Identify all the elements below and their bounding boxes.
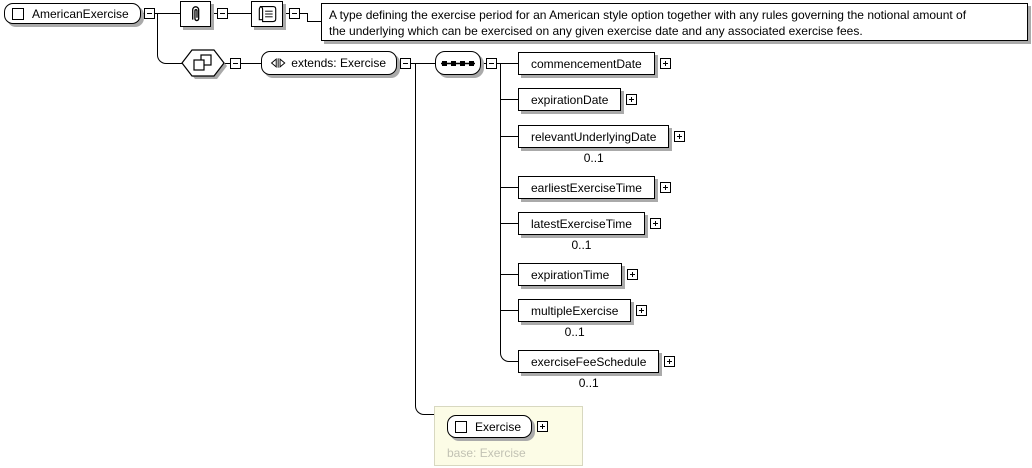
base-type-container: Exercise base: Exercise: [434, 406, 583, 466]
child-element-row: multipleExercise 0..1: [518, 299, 648, 339]
connector-line: [307, 21, 321, 22]
element-label: expirationTime: [531, 267, 610, 282]
sequence-icon: [441, 60, 475, 66]
element-square-icon: [455, 420, 467, 433]
collapse-button[interactable]: [144, 8, 155, 19]
child-element-row: earliestExerciseTime: [518, 176, 671, 199]
element-label: multipleExercise: [531, 303, 619, 318]
occurrence-label: 0..1: [583, 151, 604, 165]
child-element-row: commencementDate: [518, 52, 671, 75]
expand-button[interactable]: [537, 421, 549, 432]
connector-line: [211, 13, 251, 14]
child-element-row: expirationTime: [518, 263, 639, 286]
child-element-row: latestExerciseTime 0..1: [518, 212, 661, 252]
element-box-latestExerciseTime[interactable]: latestExerciseTime 0..1: [518, 212, 645, 252]
documentation-text-line1: A type defining the exercise period for …: [329, 8, 967, 22]
occurrence-label: 0..1: [571, 238, 592, 252]
connector-line: [500, 136, 518, 137]
element-box-multipleExercise[interactable]: multipleExercise 0..1: [518, 299, 632, 339]
extension-label: extends: Exercise: [291, 56, 386, 70]
collapse-button[interactable]: [217, 8, 228, 19]
root-element-box[interactable]: AmericanExercise: [4, 3, 141, 24]
element-box-exerciseFeeSchedule[interactable]: exerciseFeeSchedule 0..1: [518, 350, 660, 390]
expand-button[interactable]: [664, 356, 676, 367]
element-label: latestExerciseTime: [531, 216, 632, 231]
extends-triangles-icon: [270, 58, 286, 68]
connector-line: [500, 310, 518, 311]
connector-line: [415, 63, 435, 415]
element-label: exerciseFeeSchedule: [531, 354, 647, 369]
connector-line: [224, 63, 261, 64]
element-label: relevantUnderlyingDate: [531, 129, 657, 144]
complex-content-hexagon[interactable]: [181, 49, 229, 81]
connector-line: [500, 223, 518, 224]
element-label: expirationDate: [531, 92, 609, 107]
element-label: earliestExerciseTime: [531, 180, 642, 195]
child-element-row: expirationDate: [518, 88, 638, 111]
connector-line: [500, 274, 518, 275]
collapse-button[interactable]: [230, 58, 241, 69]
occurrence-label: 0..1: [578, 376, 599, 390]
connector-line: [307, 13, 308, 22]
documentation-box[interactable]: A type defining the exercise period for …: [321, 3, 1028, 41]
sequence-compositor-box[interactable]: [435, 51, 481, 75]
element-box-relevantUnderlyingDate[interactable]: relevantUnderlyingDate 0..1: [518, 125, 670, 165]
collapse-button[interactable]: [486, 58, 497, 69]
element-box-commencementDate[interactable]: commencementDate: [518, 52, 655, 75]
connector-line: [500, 187, 518, 188]
expand-button[interactable]: [636, 305, 648, 316]
expand-button[interactable]: [627, 269, 639, 280]
element-box-expirationTime[interactable]: expirationTime: [518, 263, 623, 286]
annotation-scroll-icon: [258, 5, 277, 23]
attributes-node-box[interactable]: [180, 1, 211, 27]
base-element-label: Exercise: [475, 419, 522, 434]
element-label: commencementDate: [531, 56, 642, 71]
element-square-icon: [12, 7, 24, 20]
root-element-label: AmericanExercise: [32, 6, 129, 21]
element-box-expirationDate[interactable]: expirationDate: [518, 88, 622, 111]
expand-button[interactable]: [626, 94, 638, 105]
connector-line: [500, 99, 518, 100]
child-element-row: relevantUnderlyingDate 0..1: [518, 125, 686, 165]
expand-button[interactable]: [649, 218, 661, 229]
collapse-button[interactable]: [400, 58, 411, 69]
collapse-button[interactable]: [289, 8, 300, 19]
connector-line: [481, 63, 518, 64]
occurrence-label: 0..1: [564, 325, 585, 339]
connector-line: [500, 63, 519, 362]
base-type-caption: base: Exercise: [447, 446, 526, 460]
annotation-node-box[interactable]: [251, 1, 283, 27]
base-element-box[interactable]: Exercise: [447, 415, 533, 438]
extension-box[interactable]: extends: Exercise: [261, 51, 397, 75]
connector-line: [157, 13, 184, 64]
element-box-earliestExerciseTime[interactable]: earliestExerciseTime: [518, 176, 655, 199]
documentation-text-line2: the underlying which can be exercised on…: [329, 24, 863, 38]
expand-button[interactable]: [674, 131, 686, 142]
expand-button[interactable]: [659, 182, 671, 193]
paperclip-icon: [192, 6, 200, 22]
expand-button[interactable]: [659, 58, 671, 69]
child-element-row: exerciseFeeSchedule 0..1: [518, 350, 676, 390]
